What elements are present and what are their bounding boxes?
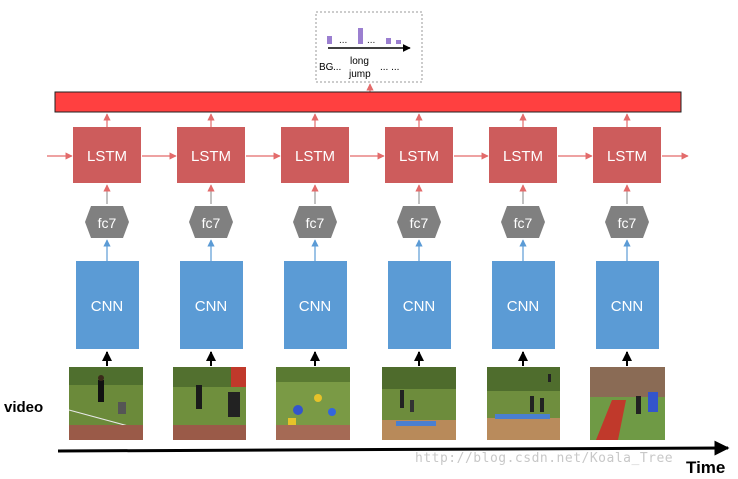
cnn-box — [388, 261, 451, 349]
fc7-hexagon — [85, 206, 129, 238]
lstm-label: LSTM — [295, 148, 335, 165]
class-label-line2: jump — [348, 69, 371, 80]
score-bar — [327, 36, 332, 44]
bar-dots-2: ... — [367, 35, 375, 46]
output-panel: ... ... BG ... long jump ... ... — [315, 11, 423, 92]
lstm-box — [593, 127, 661, 183]
fc7-hexagon — [605, 206, 649, 238]
video-frame — [487, 367, 560, 440]
time-axis-arrow — [57, 440, 730, 456]
video-label: video — [4, 399, 44, 416]
score-bars — [327, 28, 401, 44]
fc7-label: fc7 — [306, 215, 325, 231]
class-label-line1: long — [350, 56, 369, 67]
lstm-label: LSTM — [503, 148, 543, 165]
lstm-label: LSTM — [87, 148, 127, 165]
time-step: LSTM fc7 CNN — [173, 113, 246, 440]
time-label: Time — [686, 458, 726, 477]
fc7-label: fc7 — [618, 215, 637, 231]
lstm-label: LSTM — [399, 148, 439, 165]
cnn-label: CNN — [611, 298, 644, 315]
time-step: LSTM fc7 CNN — [487, 113, 560, 440]
cnn-label: CNN — [403, 298, 436, 315]
lstm-label: LSTM — [191, 148, 231, 165]
cnn-box — [284, 261, 347, 349]
video-frame — [590, 367, 665, 440]
cnn-label: CNN — [507, 298, 540, 315]
cnn-box — [596, 261, 659, 349]
score-bar — [386, 38, 391, 44]
fc7-label: fc7 — [202, 215, 221, 231]
lstm-label: LSTM — [607, 148, 647, 165]
fc7-label: fc7 — [98, 215, 117, 231]
video-frame — [382, 367, 456, 440]
cnn-label: CNN — [299, 298, 332, 315]
fc7-hexagon — [501, 206, 545, 238]
cnn-box — [76, 261, 139, 349]
time-step: LSTM fc7 CNN — [276, 113, 350, 440]
bg-label: BG — [319, 62, 334, 73]
fc7-hexagon — [189, 206, 233, 238]
time-step: LSTM fc7 CNN — [68, 113, 144, 440]
lstm-box — [385, 127, 453, 183]
fc7-hexagon — [293, 206, 337, 238]
lstm-box — [177, 127, 245, 183]
score-bar — [358, 28, 363, 44]
video-frame — [68, 367, 144, 440]
bg-dots: ... — [333, 62, 341, 73]
lstm-box — [489, 127, 557, 183]
time-step: LSTM fc7 CNN — [382, 113, 456, 440]
cnn-box — [492, 261, 555, 349]
video-frame — [173, 367, 246, 440]
watermark: http://blog.csdn.net/Koala_Tree — [415, 451, 674, 466]
cnn-label: CNN — [195, 298, 228, 315]
lstm-box — [281, 127, 349, 183]
cnn-label: CNN — [91, 298, 124, 315]
right-dots: ... ... — [380, 62, 399, 73]
score-bar — [396, 40, 401, 44]
bar-dots-1: ... — [339, 35, 347, 46]
fc7-label: fc7 — [514, 215, 533, 231]
time-step: LSTM fc7 CNN — [590, 113, 665, 440]
time-steps: LSTM fc7 CNN LSTM fc — [68, 113, 665, 440]
lstm-box — [73, 127, 141, 183]
fc7-hexagon — [397, 206, 441, 238]
video-frame — [276, 367, 350, 440]
output-aggregation-bar — [54, 91, 682, 113]
cnn-box — [180, 261, 243, 349]
fc7-label: fc7 — [410, 215, 429, 231]
